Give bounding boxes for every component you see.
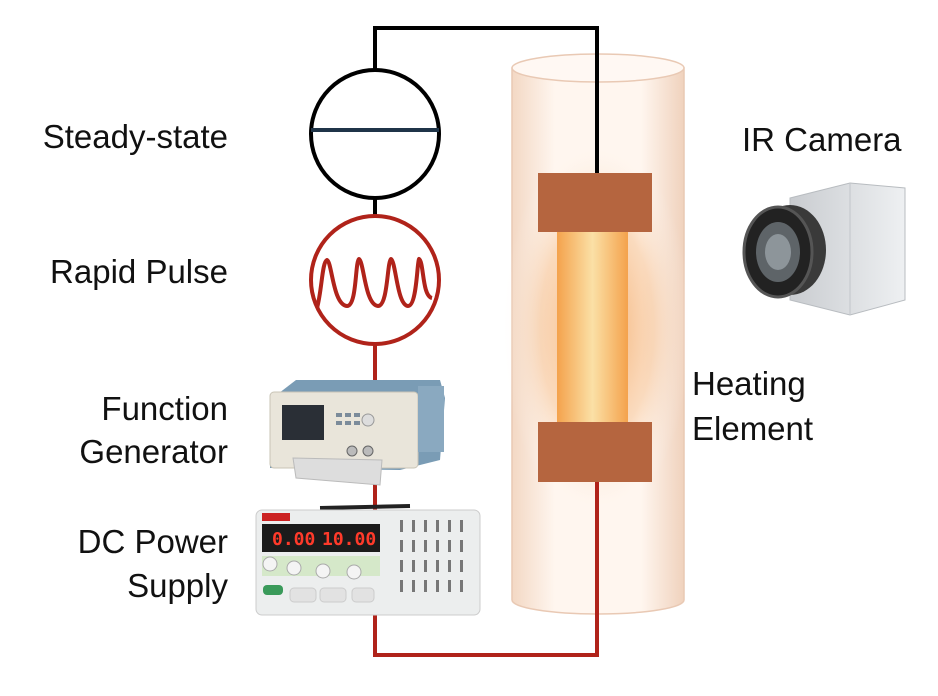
steady-state-source-symbol [309,68,441,200]
current-readout: 0.00 [272,529,315,550]
wire-bottom [373,344,599,657]
voltage-readout: 10.00 [322,529,376,550]
rapid-pulse-source-symbol [309,214,441,346]
label-ir-camera: IR Camera [742,121,902,158]
wire-top [373,26,599,175]
label-heating-element-line1: Heating [692,365,806,402]
label-steady-state: Steady-state [43,118,228,155]
heating-rod [557,230,628,424]
label-dc-power-supply-line1: DC Power [78,523,228,560]
bottom-electrode [538,422,652,482]
label-rapid-pulse: Rapid Pulse [50,253,228,290]
label-heating-element-line2: Element [692,410,813,447]
dc-power-supply-image: 0.00 10.00 [255,504,481,616]
label-function-generator-line1: Function [101,390,228,427]
label-dc-power-supply-line2: Supply [127,567,228,604]
ir-camera-image [742,182,906,316]
function-generator-image [269,380,445,486]
label-function-generator-line2: Generator [79,433,228,470]
top-electrode [538,173,652,232]
